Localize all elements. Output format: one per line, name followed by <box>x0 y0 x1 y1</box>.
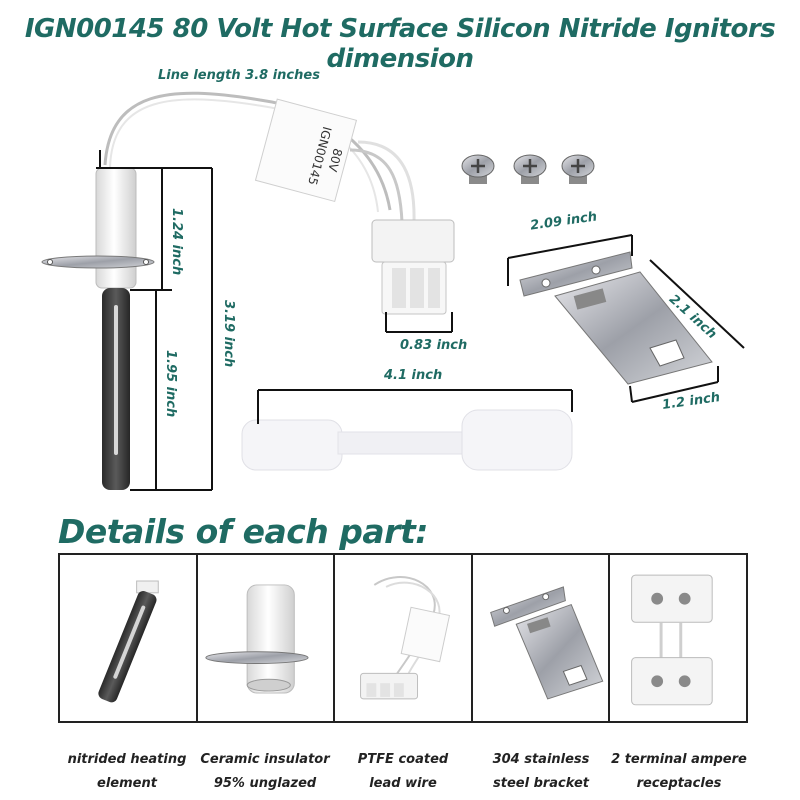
caption-heating-element: nitrided heating element <box>67 752 187 791</box>
ceramic-insulator <box>95 167 137 289</box>
detail-panels <box>58 553 748 723</box>
plug-width-label: 0.83 inch <box>400 338 468 353</box>
panel-lead-wire <box>335 555 473 721</box>
panel-ceramic-insulator <box>198 555 336 721</box>
extension-connector <box>241 409 573 471</box>
caption-receptacles: 2 terminal ampere receptacles <box>611 752 747 791</box>
mounting-flange <box>41 255 155 269</box>
lead-wire <box>103 91 392 211</box>
part-label-tag <box>254 98 358 203</box>
ignitor-diagram <box>41 91 745 491</box>
connector-length-label: 4.1 inch <box>384 368 443 383</box>
panel-receptacles <box>610 555 746 721</box>
page-title: IGN00145 80 Volt Hot Surface Silicon Nit… <box>24 14 776 74</box>
details-heading: Details of each part: <box>58 512 428 551</box>
plug-connector <box>371 219 455 315</box>
total-length-label: 3.19 inch <box>221 300 236 368</box>
caption-lead-wire: PTFE coated lead wire <box>357 752 449 791</box>
element-length-label: 1.95 inch <box>163 350 178 418</box>
panel-heating-element <box>60 555 198 721</box>
steel-bracket <box>519 251 713 385</box>
line-length-label: Line length 3.8 inches <box>158 68 320 83</box>
caption-ceramic-insulator: Ceramic insulator 95% unglazed <box>200 752 330 791</box>
panel-steel-bracket <box>473 555 611 721</box>
screws <box>461 154 595 184</box>
insulator-height-label: 1.24 inch <box>169 208 184 276</box>
caption-steel-bracket: 304 stainless steel bracket <box>492 752 590 791</box>
